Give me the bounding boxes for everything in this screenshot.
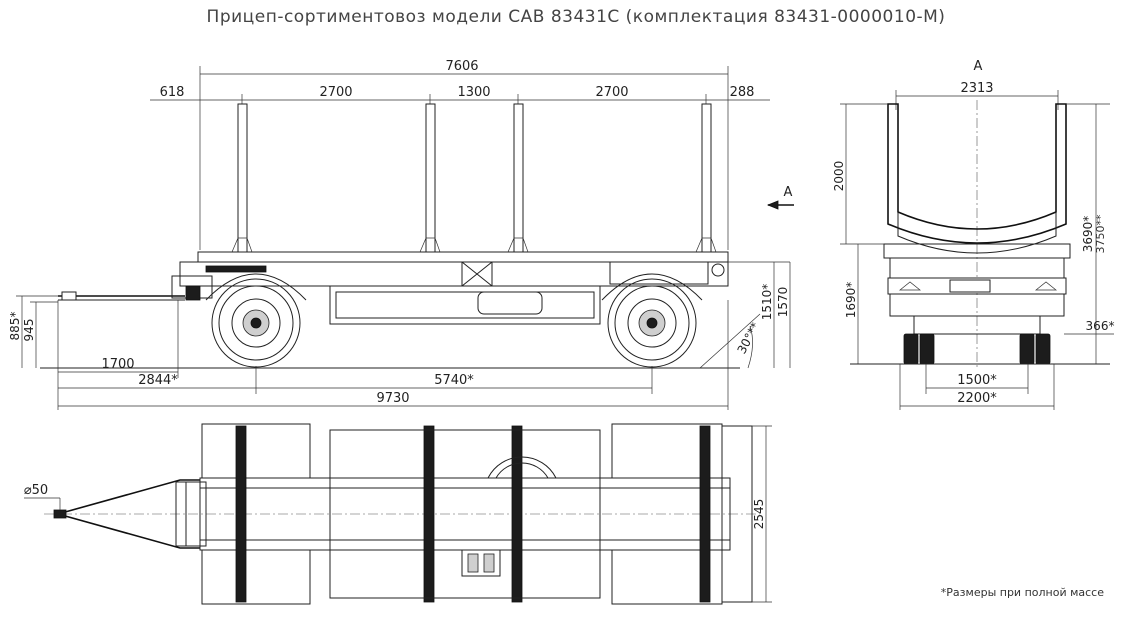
dim-segment-2: 2700 [319,85,352,100]
drawing-title: Прицеп-сортиментовоз модели САВ 83431С (… [207,7,946,27]
dim-bottom-2844: 2844* [138,373,178,388]
dim-left-945: 945 [22,319,36,342]
dim-ground-clearance: 366* [1086,319,1115,333]
dim-top-overall-width: 2545 [752,499,766,530]
stanchions-side [231,103,717,253]
dim-bottom-5740: 5740* [434,373,474,388]
top-view: ⌀50 2545 [24,423,772,605]
dim-angle: 30°** [734,320,762,356]
section-arrow-label: А [784,185,793,200]
dim-right-1510: 1510* [760,284,774,321]
side-view: 7606 618 2700 1300 2700 288 [8,59,794,410]
section-view-label: А [974,59,983,74]
dim-overall-width: 2200* [957,391,997,406]
dim-overall-top: 7606 [445,59,478,74]
footnote: *Размеры при полной массе [941,586,1104,599]
dim-segment-4: 2700 [595,85,628,100]
dim-segment-3: 1300 [457,85,490,100]
dim-segment-1: 618 [160,85,185,100]
drawbar-side [58,275,213,301]
dim-top-width: 2313 [960,81,993,96]
dim-hitch-diameter: ⌀50 [24,483,48,498]
dim-bottom-1700: 1700 [101,357,134,372]
rear-view: А 2313 2000 1690* 369 [832,59,1114,410]
dim-segment-5: 288 [730,85,755,100]
dim-stanchion-height: 2000 [832,161,846,192]
dim-track: 1500* [957,373,997,388]
front-wheel-side [211,278,301,368]
dim-total-height: 3690* [1081,216,1095,253]
dim-platform-height: 1690* [844,282,858,319]
dim-right-1570: 1570 [776,287,790,318]
dim-total-height-alt: 3750** [1094,214,1107,253]
dim-left-885: 885* [8,312,22,341]
dim-overall-length: 9730 [376,391,409,406]
frame-side [179,251,729,325]
rear-wheel-side [607,278,697,368]
